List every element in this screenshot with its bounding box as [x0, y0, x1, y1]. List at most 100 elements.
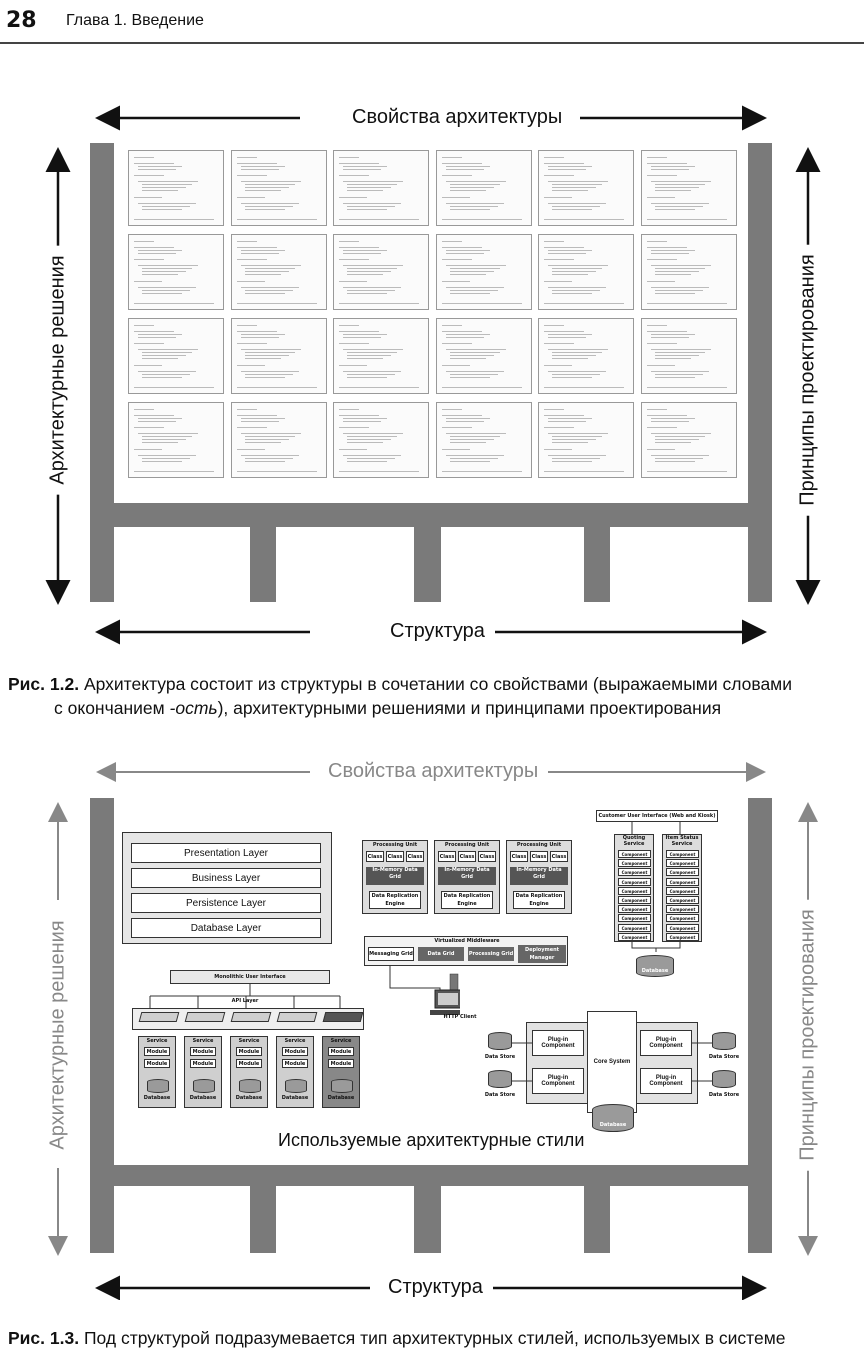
- code-line: [654, 355, 699, 356]
- code-line: [654, 374, 703, 375]
- code-thumbnail: [435, 318, 532, 394]
- code-line: [142, 461, 182, 462]
- code-line: [142, 290, 190, 291]
- code-line: [449, 458, 498, 459]
- code-line: [339, 163, 379, 164]
- code-line: [138, 421, 176, 422]
- code-line: [142, 355, 186, 356]
- code-line: [650, 421, 689, 422]
- code-line: [339, 219, 419, 220]
- component-box: Component: [666, 877, 699, 886]
- code-line: [654, 209, 695, 210]
- code-line: [236, 343, 267, 344]
- data-store-icon: [488, 1032, 512, 1050]
- code-line: [544, 343, 574, 344]
- code-line: [654, 377, 695, 378]
- code-line: [347, 436, 397, 437]
- code-line: [445, 253, 484, 254]
- code-line: [138, 371, 196, 372]
- code-line: [552, 184, 602, 185]
- code-line: [240, 253, 279, 254]
- code-thumbnail: [230, 318, 327, 394]
- code-line: [441, 175, 472, 176]
- code-line: [445, 371, 504, 372]
- code-line: [646, 259, 677, 260]
- code-line: [142, 184, 192, 185]
- code-line: [552, 293, 592, 294]
- code-line: [441, 343, 472, 344]
- code-thumbnail: [640, 318, 737, 394]
- in-memory-data-grid: In-Memory Data Grid: [366, 867, 424, 885]
- processing-grid: Processing Grid: [468, 947, 514, 961]
- code-line: [441, 157, 462, 158]
- code-line: [142, 293, 182, 294]
- code-line: [548, 265, 608, 266]
- code-line: [445, 166, 490, 167]
- component-box: Component: [666, 850, 699, 858]
- code-line: [343, 337, 381, 338]
- code-line: [654, 274, 691, 275]
- code-line: [347, 458, 395, 459]
- code-line: [441, 409, 462, 410]
- code-thumbnail: [640, 234, 737, 310]
- code-line: [142, 206, 190, 207]
- code-line: [138, 250, 182, 251]
- code-line: [240, 421, 279, 422]
- component-box: Component: [618, 850, 651, 858]
- ms-database-icon: [636, 955, 674, 977]
- running-head: Глава 1. Введение: [66, 12, 204, 29]
- caption-label: Рис. 1.3.: [8, 1328, 80, 1348]
- code-line: [654, 436, 705, 437]
- fig3-center-label: Используемые архитектурные стили: [278, 1130, 585, 1150]
- code-line: [548, 337, 586, 338]
- code-line: [445, 334, 490, 335]
- monolithic-ui-label: Monolithic User Interface: [214, 974, 286, 980]
- fig2-left-label: Архитектурные решения: [46, 245, 70, 495]
- code-line: [441, 331, 482, 332]
- code-line: [654, 187, 699, 188]
- code-line: [441, 163, 482, 164]
- code-line: [347, 290, 395, 291]
- core-system: Core System: [587, 1011, 637, 1113]
- code-line: [339, 157, 359, 158]
- code-line: [654, 184, 705, 185]
- code-line: [347, 206, 395, 207]
- code-line: [445, 203, 504, 204]
- code-line: [240, 455, 299, 456]
- code-line: [347, 190, 383, 191]
- code-line: [339, 365, 367, 366]
- database-label: Database: [327, 1095, 355, 1101]
- layer-presentation: Presentation Layer: [131, 843, 321, 863]
- code-line: [240, 433, 301, 434]
- code-line: [138, 418, 182, 419]
- code-line: [646, 365, 675, 366]
- code-line: [646, 163, 687, 164]
- class-box: Class: [386, 851, 404, 862]
- code-line: [544, 163, 584, 164]
- code-line: [449, 293, 490, 294]
- code-line: [441, 259, 472, 260]
- code-line: [240, 169, 279, 170]
- code-line: [240, 287, 299, 288]
- code-line: [134, 343, 164, 344]
- code-line: [236, 387, 317, 388]
- service-label: Quoting Service: [622, 835, 646, 847]
- code-line: [343, 421, 381, 422]
- in-memory-data-grid: In-Memory Data Grid: [438, 867, 496, 885]
- code-line: [441, 427, 472, 428]
- plugin-component: Plug-in Component: [640, 1068, 692, 1094]
- code-line: [449, 274, 486, 275]
- processing-unit-label: Processing Unit: [372, 842, 418, 848]
- code-line: [654, 268, 705, 269]
- code-line: [548, 421, 586, 422]
- code-thumbnail: [538, 234, 634, 310]
- code-line: [654, 290, 703, 291]
- code-line: [142, 209, 182, 210]
- code-thumbnail: [538, 150, 634, 226]
- code-line: [449, 352, 500, 353]
- code-line: [650, 181, 711, 182]
